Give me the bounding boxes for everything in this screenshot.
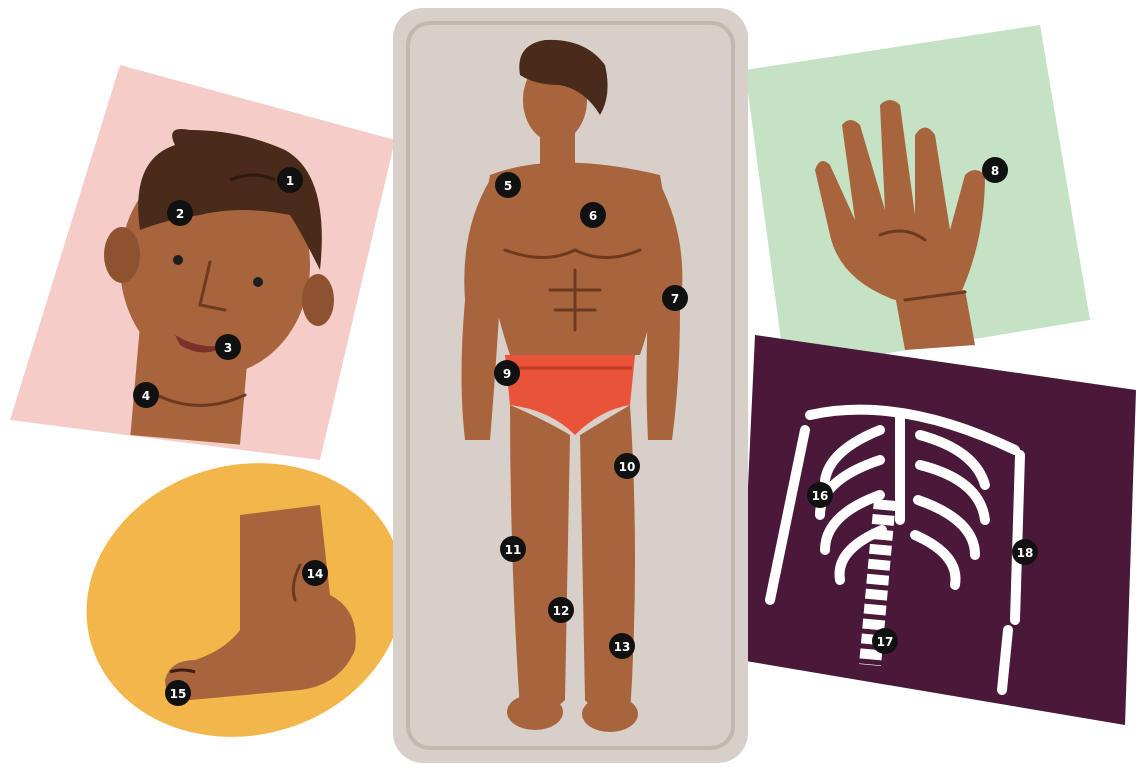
marker-label: 8 bbox=[991, 164, 999, 178]
marker-3: 3 bbox=[215, 334, 241, 360]
body-panel bbox=[393, 8, 748, 763]
marker-label: 6 bbox=[589, 209, 597, 223]
marker-5: 5 bbox=[495, 172, 521, 198]
marker-label: 18 bbox=[1017, 546, 1034, 560]
marker-15: 15 bbox=[165, 680, 191, 706]
marker-label: 13 bbox=[614, 640, 631, 654]
marker-label: 7 bbox=[671, 292, 679, 306]
marker-14: 14 bbox=[302, 560, 328, 586]
marker-label: 15 bbox=[170, 687, 187, 701]
hand-card bbox=[745, 25, 1090, 370]
face-card bbox=[10, 65, 395, 460]
skeleton-card-background bbox=[740, 335, 1136, 725]
right-leg bbox=[580, 405, 635, 718]
marker-label: 9 bbox=[503, 367, 511, 381]
marker-label: 2 bbox=[176, 207, 184, 221]
marker-label: 16 bbox=[812, 489, 829, 503]
marker-12: 12 bbox=[548, 597, 574, 623]
marker-label: 4 bbox=[142, 389, 150, 403]
marker-8: 8 bbox=[982, 157, 1008, 183]
right-forearm bbox=[1002, 630, 1008, 690]
marker-label: 10 bbox=[619, 460, 636, 474]
marker-13: 13 bbox=[609, 633, 635, 659]
skeleton-card bbox=[740, 335, 1136, 725]
marker-16: 16 bbox=[807, 482, 833, 508]
body-neck bbox=[540, 130, 575, 165]
right-eye bbox=[253, 277, 263, 287]
right-humerus bbox=[1015, 455, 1020, 620]
left-eye bbox=[173, 255, 183, 265]
left-ear bbox=[104, 227, 140, 283]
marker-17: 17 bbox=[872, 628, 898, 654]
right-ear bbox=[302, 274, 334, 326]
marker-label: 11 bbox=[505, 543, 522, 557]
marker-4: 4 bbox=[133, 382, 159, 408]
marker-6: 6 bbox=[580, 202, 606, 228]
marker-label: 12 bbox=[553, 604, 570, 618]
marker-2: 2 bbox=[167, 200, 193, 226]
marker-label: 14 bbox=[307, 567, 324, 581]
marker-7: 7 bbox=[662, 285, 688, 311]
marker-18: 18 bbox=[1012, 539, 1038, 565]
marker-label: 3 bbox=[224, 341, 232, 355]
right-foot bbox=[582, 696, 638, 732]
marker-9: 9 bbox=[494, 360, 520, 386]
marker-11: 11 bbox=[500, 536, 526, 562]
marker-10: 10 bbox=[614, 453, 640, 479]
marker-label: 5 bbox=[504, 179, 512, 193]
left-foot bbox=[507, 694, 563, 730]
foot-card bbox=[56, 428, 435, 767]
marker-label: 1 bbox=[286, 174, 294, 188]
marker-label: 17 bbox=[877, 635, 894, 649]
marker-1: 1 bbox=[277, 167, 303, 193]
